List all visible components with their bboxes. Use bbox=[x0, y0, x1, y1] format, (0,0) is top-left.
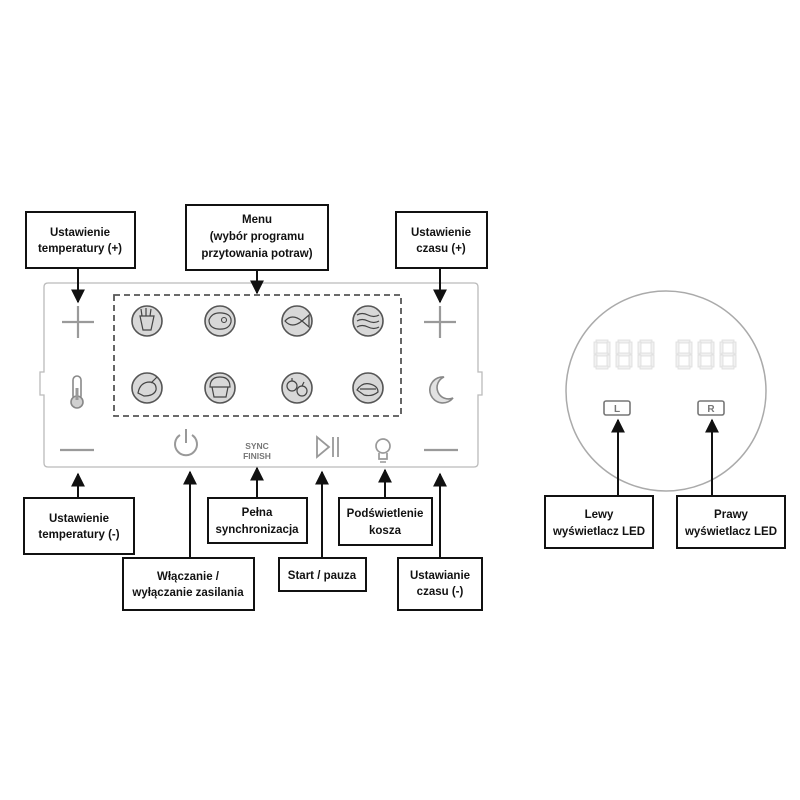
callout-temp-plus-line2: temperatury (+) bbox=[38, 243, 122, 255]
callout-temp-plus-line1: Ustawienie bbox=[50, 227, 110, 239]
led-display bbox=[565, 290, 767, 492]
callout-light-line2: kosza bbox=[369, 525, 402, 537]
callout-menu: Menu (wybór programu przytowania potraw) bbox=[185, 204, 329, 271]
callout-power: Włączanie / wyłączanie zasilania bbox=[122, 557, 255, 611]
finish-label: FINISH bbox=[243, 451, 271, 461]
sync-label: SYNC bbox=[245, 441, 269, 451]
chicken-icon[interactable] bbox=[131, 372, 163, 404]
steak-icon[interactable] bbox=[204, 305, 236, 337]
vegetables-icon[interactable] bbox=[281, 372, 313, 404]
callout-time-minus: Ustawianie czasu (-) bbox=[397, 557, 483, 611]
callout-sync-line1: Pełna bbox=[242, 507, 273, 519]
right-led-digits bbox=[675, 339, 737, 370]
callout-light-line1: Podświetlenie bbox=[347, 508, 424, 520]
callout-right-led-line1: Prawy bbox=[714, 509, 748, 521]
timer-icon bbox=[429, 376, 454, 404]
right-led-key: R bbox=[697, 400, 725, 416]
callout-time-minus-line1: Ustawianie bbox=[410, 570, 470, 582]
callout-right-led-line2: wyświetlacz LED bbox=[684, 526, 777, 538]
callout-menu-line2: (wybór programu bbox=[210, 231, 305, 243]
callout-left-led: Lewy wyświetlacz LED bbox=[544, 495, 654, 549]
fries-icon[interactable] bbox=[131, 305, 163, 337]
callout-power-line2: wyłączanie zasilania bbox=[131, 587, 244, 599]
callout-start-line1: Start / pauza bbox=[288, 570, 357, 582]
control-panel-outline bbox=[39, 282, 483, 468]
callout-time-plus-line2: czasu (+) bbox=[416, 243, 466, 255]
callout-light: Podświetlenie kosza bbox=[338, 497, 433, 546]
callout-sync: Pełna synchronizacja bbox=[207, 497, 308, 544]
right-led-key-label: R bbox=[707, 404, 715, 415]
callout-power-line1: Włączanie / bbox=[157, 571, 220, 583]
power-button[interactable] bbox=[174, 429, 198, 457]
fish-icon[interactable] bbox=[281, 305, 313, 337]
left-led-key: L bbox=[603, 400, 631, 416]
callout-temp-minus-line2: temperatury (-) bbox=[38, 529, 119, 541]
sync-finish-button[interactable]: SYNC FINISH bbox=[243, 441, 271, 461]
callout-right-led: Prawy wyświetlacz LED bbox=[676, 495, 786, 549]
callout-temperature-plus: Ustawienie temperatury (+) bbox=[25, 211, 136, 269]
muffin-icon[interactable] bbox=[204, 372, 236, 404]
callout-time-plus-line1: Ustawienie bbox=[411, 227, 471, 239]
callout-menu-line3: przytowania potraw) bbox=[201, 248, 312, 260]
callout-temperature-minus: Ustawienie temperatury (-) bbox=[23, 497, 135, 555]
callout-left-led-line2: wyświetlacz LED bbox=[552, 526, 645, 538]
thermometer-icon bbox=[70, 375, 84, 409]
start-pause-button[interactable] bbox=[316, 435, 339, 459]
callout-left-led-line1: Lewy bbox=[585, 509, 614, 521]
time-plus-button[interactable] bbox=[424, 306, 456, 338]
basket-light-button[interactable] bbox=[375, 438, 391, 463]
meat-skewer-icon[interactable] bbox=[352, 372, 384, 404]
bacon-icon[interactable] bbox=[352, 305, 384, 337]
callout-temp-minus-line1: Ustawienie bbox=[49, 513, 109, 525]
callout-menu-line1: Menu bbox=[242, 214, 272, 226]
callout-start-pause: Start / pauza bbox=[278, 557, 367, 592]
callout-time-minus-line2: czasu (-) bbox=[417, 586, 464, 598]
menu-region bbox=[113, 294, 402, 417]
left-led-key-label: L bbox=[614, 404, 620, 415]
temperature-plus-button[interactable] bbox=[62, 306, 94, 338]
left-led-digits bbox=[593, 339, 655, 370]
callout-sync-line2: synchronizacja bbox=[215, 524, 299, 536]
callout-time-plus: Ustawienie czasu (+) bbox=[395, 211, 488, 269]
